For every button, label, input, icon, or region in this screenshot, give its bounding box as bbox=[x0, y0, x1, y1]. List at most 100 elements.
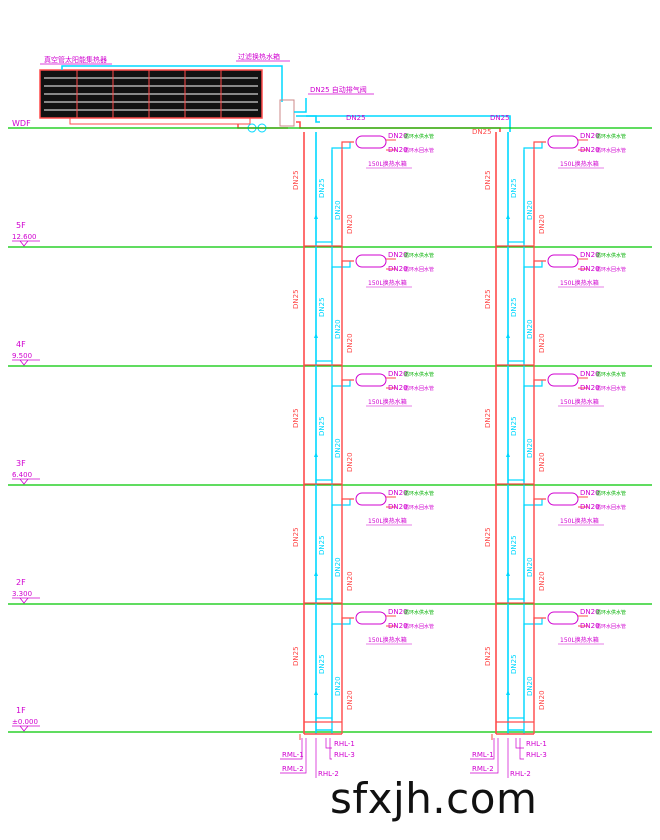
branch-supply-right-3 bbox=[533, 498, 546, 601]
tank-label-left-3: 150L换热水箱 bbox=[368, 517, 407, 525]
branch-supply-left-3 bbox=[341, 498, 354, 601]
branch-supply-left-2 bbox=[341, 379, 354, 482]
supply-label-left-2: 循环水供水管 bbox=[404, 371, 434, 378]
level-3f-elev: 6.400 bbox=[12, 471, 32, 479]
storage-tank-right-2 bbox=[547, 373, 579, 387]
dn20-top-right-4: DN20 bbox=[580, 608, 600, 616]
dn20-top-left-0: DN20 bbox=[388, 132, 408, 140]
dn20-bot-right-0: DN20 bbox=[580, 146, 600, 154]
branch-return-left-3 bbox=[331, 499, 351, 601]
branch-return-right-2 bbox=[523, 380, 543, 482]
return-label-right-3: 循环水回水管 bbox=[596, 504, 626, 511]
supply-label-left-3: 循环水供水管 bbox=[404, 490, 434, 497]
riser-tag-rhl3-left: RHL-3 bbox=[334, 751, 355, 759]
branch-supply-left-1 bbox=[341, 260, 354, 363]
flow-arrow-right-4 bbox=[506, 690, 510, 695]
dn25-riser-right-1: DN25 bbox=[484, 289, 492, 309]
dn20-return2-right-4: DN20 bbox=[526, 676, 534, 696]
flow-arrow-left-0 bbox=[314, 214, 318, 219]
dn25-riser-left-0: DN25 bbox=[292, 170, 300, 190]
supply-label-right-3: 循环水供水管 bbox=[596, 490, 626, 497]
branch-return-right-3 bbox=[523, 499, 543, 601]
dn20-supply2-right-2: DN20 bbox=[538, 452, 546, 472]
dn25-return-left-2: DN25 bbox=[318, 416, 326, 436]
dn20-bot-left-3: DN20 bbox=[388, 503, 408, 511]
level-marker-1f bbox=[12, 725, 40, 732]
return-label-right-4: 循环水回水管 bbox=[596, 623, 626, 630]
branch-return-left-1 bbox=[331, 261, 351, 363]
solar-collector bbox=[39, 69, 263, 125]
dn20-supply2-left-3: DN20 bbox=[346, 571, 354, 591]
riser-tag-rml1-left: RML-1 bbox=[282, 751, 304, 759]
level-5f-name: 5F bbox=[16, 221, 26, 230]
dn20-top-left-4: DN20 bbox=[388, 608, 408, 616]
level-2f-elev: 3.300 bbox=[12, 590, 32, 598]
storage-tank-left-3 bbox=[355, 492, 387, 506]
riser-tag-rhl3-right: RHL-3 bbox=[526, 751, 547, 759]
level-1f-name: 1F bbox=[16, 706, 26, 715]
dn20-supply2-right-3: DN20 bbox=[538, 571, 546, 591]
branch-supply-left-4 bbox=[341, 617, 354, 720]
return-label-right-1: 循环水回水管 bbox=[596, 266, 626, 273]
storage-tank-left-0 bbox=[355, 135, 387, 149]
level-marker-5f bbox=[12, 240, 40, 247]
storage-tank-left-1 bbox=[355, 254, 387, 268]
dn20-top-right-3: DN20 bbox=[580, 489, 600, 497]
dn20-return2-right-3: DN20 bbox=[526, 557, 534, 577]
dn20-supply2-left-2: DN20 bbox=[346, 452, 354, 472]
dn20-top-right-1: DN20 bbox=[580, 251, 600, 259]
tank-label-left-1: 150L换热水箱 bbox=[368, 279, 407, 287]
supply-label-right-4: 循环水供水管 bbox=[596, 609, 626, 616]
dn20-return2-right-2: DN20 bbox=[526, 438, 534, 458]
level-marker-4f bbox=[12, 359, 40, 366]
branch-return-left-4 bbox=[331, 618, 351, 720]
dn20-return2-right-0: DN20 bbox=[526, 200, 534, 220]
riser-tags-left: RML-1 RML-2 RHL-1 RHL-3 RHL-2 bbox=[282, 740, 355, 778]
dn20-top-left-1: DN20 bbox=[388, 251, 408, 259]
flow-arrow-right-3 bbox=[506, 571, 510, 576]
branch-return-left-0 bbox=[331, 142, 351, 244]
dn20-supply2-right-4: DN20 bbox=[538, 690, 546, 710]
tank-label-right-2: 150L换热水箱 bbox=[560, 398, 599, 406]
dn20-return2-left-4: DN20 bbox=[334, 676, 342, 696]
dn25-riser-right-2: DN25 bbox=[484, 408, 492, 428]
storage-tank-right-1 bbox=[547, 254, 579, 268]
level-1f-elev: ±0.000 bbox=[12, 718, 38, 726]
branch-supply-right-1 bbox=[533, 260, 546, 363]
supply-label-left-4: 循环水供水管 bbox=[404, 609, 434, 616]
dn25-riser-right-4: DN25 bbox=[484, 646, 492, 666]
flow-arrow-left-2 bbox=[314, 452, 318, 457]
return-label-right-0: 循环水回水管 bbox=[596, 147, 626, 154]
dn20-top-left-3: DN20 bbox=[388, 489, 408, 497]
storage-tank-left-4 bbox=[355, 611, 387, 625]
dn20-bot-left-0: DN20 bbox=[388, 146, 408, 154]
riser-tag-rhl2-right: RHL-2 bbox=[510, 770, 531, 778]
level-marker-3f bbox=[12, 478, 40, 485]
dn25-return-left-3: DN25 bbox=[318, 535, 326, 555]
flow-arrow-left-1 bbox=[314, 333, 318, 338]
riser-tag-rml2-right: RML-2 bbox=[472, 765, 494, 773]
storage-tank-left-2 bbox=[355, 373, 387, 387]
dn25-return-left-1: DN25 bbox=[318, 297, 326, 317]
branch-return-right-0 bbox=[523, 142, 543, 244]
dn20-return2-left-0: DN20 bbox=[334, 200, 342, 220]
tank-label-left-4: 150L换热水箱 bbox=[368, 636, 407, 644]
dn20-bot-right-1: DN20 bbox=[580, 265, 600, 273]
dn20-supply2-right-0: DN20 bbox=[538, 214, 546, 234]
tank-label-right-3: 150L换热水箱 bbox=[560, 517, 599, 525]
dn25-return-left-0: DN25 bbox=[318, 178, 326, 198]
supply-label-left-1: 循环水供水管 bbox=[404, 252, 434, 259]
dn20-top-right-0: DN20 bbox=[580, 132, 600, 140]
dn20-bot-right-2: DN20 bbox=[580, 384, 600, 392]
dn20-bot-right-3: DN20 bbox=[580, 503, 600, 511]
dn20-return2-left-2: DN20 bbox=[334, 438, 342, 458]
return-label-left-4: 循环水回水管 bbox=[404, 623, 434, 630]
tank-label-right-0: 150L换热水箱 bbox=[560, 160, 599, 168]
level-4f-name: 4F bbox=[16, 340, 26, 349]
dn20-return2-left-1: DN20 bbox=[334, 319, 342, 339]
dn25-return-right-1: DN25 bbox=[510, 297, 518, 317]
branch-return-left-2 bbox=[331, 380, 351, 482]
dn25-riser-right-0: DN25 bbox=[484, 170, 492, 190]
watermark-text: sfxjh.com bbox=[330, 774, 538, 823]
